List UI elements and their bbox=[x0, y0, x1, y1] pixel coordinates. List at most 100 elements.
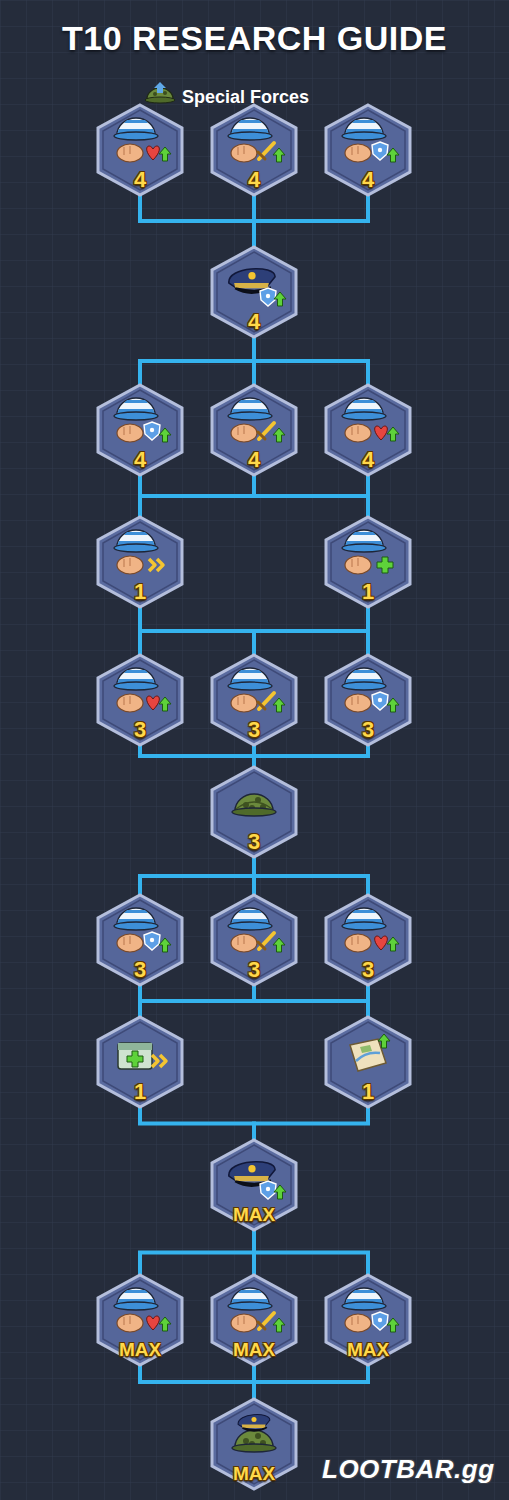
helmet-brim bbox=[228, 922, 272, 930]
tree-connector bbox=[254, 1230, 368, 1275]
hex-outline bbox=[326, 105, 410, 195]
helmet-brim bbox=[228, 412, 272, 420]
helmet-stripe bbox=[352, 400, 376, 403]
upgrade-arrow bbox=[159, 147, 171, 161]
medkit-lid bbox=[118, 1043, 152, 1050]
upgrade-arrow bbox=[273, 938, 285, 952]
helmet-stripe bbox=[352, 532, 376, 535]
helmet-brim bbox=[228, 132, 272, 140]
helmet-stripe bbox=[352, 120, 376, 123]
fist-knuckle bbox=[124, 1316, 130, 1325]
helmet-stripe bbox=[124, 120, 148, 123]
page-title: T10 RESEARCH GUIDE bbox=[0, 18, 509, 58]
level-number: 4 bbox=[134, 168, 146, 192]
helmet-stripe bbox=[238, 1290, 262, 1293]
level-number: 1 bbox=[134, 580, 146, 604]
upgrade-arrow bbox=[159, 697, 171, 711]
hex-outline bbox=[212, 1140, 296, 1230]
research-node: 3 bbox=[210, 893, 298, 987]
hex-outline bbox=[326, 655, 410, 745]
upgrade-arrow bbox=[273, 698, 285, 712]
helmet-stripe bbox=[238, 400, 262, 403]
level-number: 4 bbox=[362, 168, 374, 192]
upgrade-arrow bbox=[274, 292, 286, 306]
shield-badge bbox=[372, 142, 388, 160]
tree-connector bbox=[140, 1107, 254, 1140]
sword-blade bbox=[259, 1313, 274, 1329]
level-number: 4 bbox=[248, 310, 260, 334]
fist-knuckle bbox=[238, 1316, 244, 1325]
fist bbox=[231, 934, 257, 952]
sword-hilt bbox=[258, 702, 265, 709]
fist-knuckle bbox=[352, 426, 358, 435]
fist-knuckle bbox=[352, 936, 358, 945]
cap-band bbox=[234, 283, 269, 288]
level-number: MAX bbox=[233, 1462, 275, 1486]
tree-connector bbox=[140, 337, 254, 385]
scroll-road bbox=[356, 1053, 380, 1061]
fist bbox=[231, 144, 257, 162]
node-icon bbox=[342, 1288, 399, 1332]
tree-connector bbox=[140, 1230, 254, 1275]
level-number: 1 bbox=[134, 1080, 146, 1104]
icon-spot bbox=[163, 91, 167, 95]
level-number: 4 bbox=[248, 168, 260, 192]
medkit-box bbox=[118, 1043, 152, 1069]
helmet-brim bbox=[114, 544, 158, 552]
research-node: 3 bbox=[324, 893, 412, 987]
shield-badge bbox=[144, 422, 160, 440]
helmet-stripe bbox=[352, 670, 376, 673]
helmet-brim bbox=[342, 544, 386, 552]
node-icon bbox=[229, 269, 286, 306]
hex-outline bbox=[98, 517, 182, 607]
level-number: 4 bbox=[248, 448, 260, 472]
shield-star bbox=[150, 428, 154, 432]
sword-hilt bbox=[258, 1322, 265, 1329]
hex-outline bbox=[326, 517, 410, 607]
fist bbox=[231, 694, 257, 712]
fist-knuckle bbox=[238, 146, 244, 155]
research-node: 4 bbox=[96, 383, 184, 477]
cap-band bbox=[242, 1424, 266, 1428]
fist-knuckle bbox=[238, 696, 244, 705]
level-number: MAX bbox=[233, 1203, 275, 1227]
shield-badge bbox=[144, 932, 160, 950]
tree-connector bbox=[254, 857, 368, 895]
tree-connector bbox=[140, 607, 368, 655]
hex-outline bbox=[326, 895, 410, 985]
tree-connector bbox=[140, 195, 254, 247]
helmet-brim bbox=[114, 682, 158, 690]
node-icon bbox=[228, 398, 285, 442]
sword-blade bbox=[259, 693, 274, 709]
fist-knuckle bbox=[124, 558, 130, 567]
node-icon bbox=[232, 1415, 276, 1452]
research-node: 3 bbox=[96, 893, 184, 987]
tree-connector bbox=[140, 475, 368, 517]
node-icon bbox=[114, 530, 163, 574]
research-node: 3 bbox=[96, 653, 184, 747]
scroll-field bbox=[360, 1045, 372, 1053]
fist bbox=[117, 424, 143, 442]
tree-connector bbox=[140, 857, 254, 895]
helmet-brim bbox=[342, 922, 386, 930]
node-icon bbox=[118, 1043, 166, 1069]
officer-cap bbox=[238, 1415, 270, 1432]
fist-knuckle bbox=[352, 558, 358, 567]
node-icon bbox=[342, 530, 393, 574]
sword-blade bbox=[259, 143, 274, 159]
shield-badge bbox=[260, 288, 276, 306]
upgrade-arrow bbox=[159, 1317, 171, 1331]
heart-badge bbox=[375, 426, 388, 440]
helmet-stripe bbox=[352, 910, 376, 913]
tree-connector bbox=[254, 745, 368, 767]
level-number: 4 bbox=[134, 448, 146, 472]
helmet-stripe bbox=[238, 670, 262, 673]
level-number: 1 bbox=[362, 1080, 374, 1104]
shield-star bbox=[378, 148, 382, 152]
speed-chevrons bbox=[149, 559, 163, 571]
sword-blade bbox=[259, 933, 274, 949]
unit-icon bbox=[145, 82, 175, 103]
research-node: MAX bbox=[96, 1273, 184, 1367]
